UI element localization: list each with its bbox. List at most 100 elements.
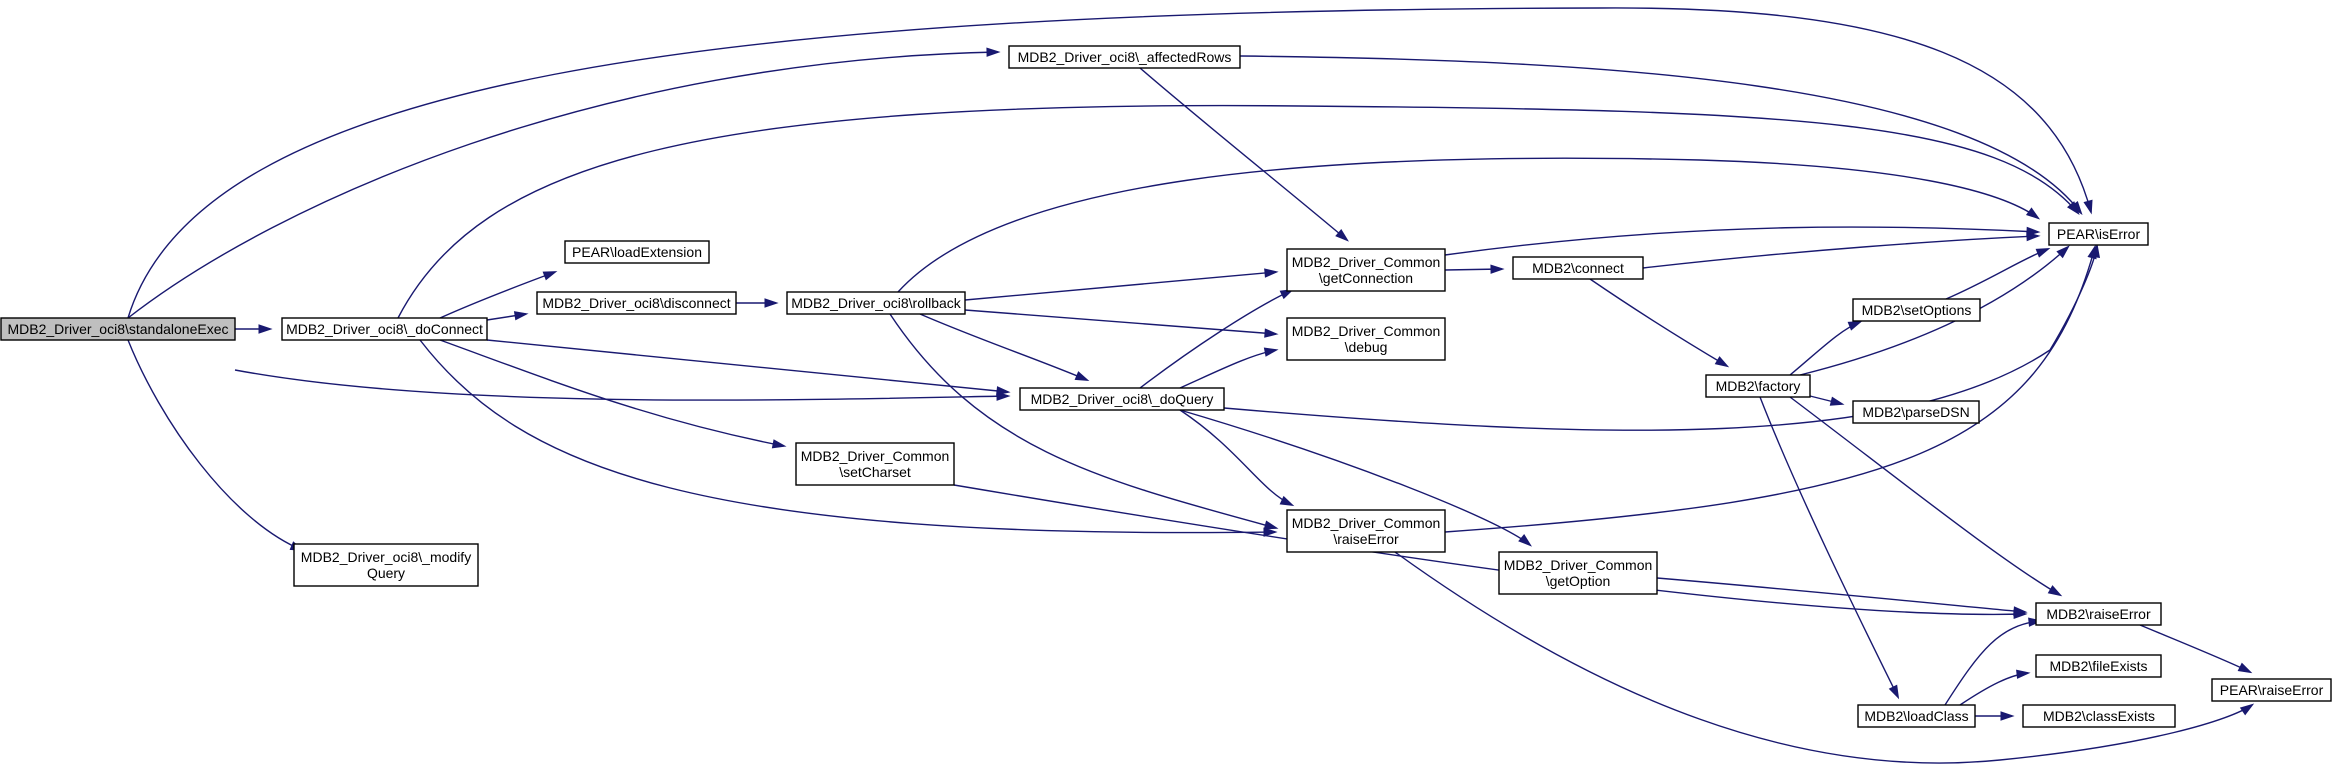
node-factory[interactable]: MDB2\factory: [1705, 374, 1811, 398]
node-fileExists[interactable]: MDB2\fileExists: [2035, 654, 2162, 678]
edge-line: [897, 157, 2039, 293]
edge-doQuery-to-commonRaiseError: [1179, 409, 1295, 507]
edge-line: [1642, 235, 2039, 269]
node-mdb2RaiseError[interactable]: MDB2\raiseError: [2035, 602, 2162, 626]
arrowhead-icon: [986, 47, 1001, 57]
node-box: [0, 317, 236, 341]
edge-line: [419, 339, 1276, 534]
node-label: MDB2_Driver_Common: [1292, 323, 1441, 339]
arrowhead-icon: [1279, 495, 1295, 507]
node-label: MDB2_Driver_Common: [801, 448, 950, 464]
node-label: MDB2\setOptions: [1862, 302, 1972, 318]
edge-line: [397, 104, 2079, 319]
node-box: [1286, 317, 1446, 361]
edge-line: [1945, 248, 2049, 300]
node-loadClass[interactable]: MDB2\loadClass: [1857, 704, 1976, 728]
node-loadExtension[interactable]: PEAR\loadExtension: [564, 240, 710, 264]
node-debug[interactable]: MDB2_Driver_Common\debug: [1286, 317, 1446, 361]
node-box: [1008, 45, 1241, 69]
edge-mdb2RaiseError-to-pearRaiseError: [2139, 624, 2253, 674]
node-label: MDB2_Driver_Common: [1292, 254, 1441, 270]
arrowhead-icon: [764, 298, 779, 308]
arrowhead-icon: [2237, 662, 2253, 674]
node-label: MDB2_Driver_oci8\_doQuery: [1031, 391, 1214, 407]
node-box: [795, 442, 955, 486]
node-setCharset[interactable]: MDB2_Driver_Common\setCharset: [795, 442, 955, 486]
arrowhead-icon: [2056, 245, 2070, 259]
arrowhead-icon: [771, 439, 787, 449]
node-disconnect[interactable]: MDB2_Driver_oci8\disconnect: [536, 291, 737, 315]
node-label: \getOption: [1546, 573, 1611, 589]
node-doConnect[interactable]: MDB2_Driver_oci8\_doConnect: [281, 317, 488, 341]
edge-affectedRows-to-getConnection: [1139, 67, 1349, 242]
node-getOption[interactable]: MDB2_Driver_Common\getOption: [1498, 551, 1658, 595]
node-box: [1705, 374, 1811, 398]
node-classExists[interactable]: MDB2\classExists: [2022, 704, 2176, 728]
arrowhead-icon: [2026, 231, 2041, 242]
node-standaloneExec[interactable]: MDB2_Driver_oci8\standaloneExec: [0, 317, 236, 341]
edge-standaloneExec-to-modifyQuery: [127, 339, 305, 551]
node-box: [1852, 298, 1981, 322]
edge-line: [1179, 409, 1293, 506]
node-label: MDB2\fileExists: [2049, 658, 2147, 674]
edge-rollback-to-doQuery: [919, 313, 1090, 382]
edge-rollback-to-getConnection: [964, 268, 1279, 301]
node-box: [2035, 654, 2162, 678]
node-isError[interactable]: PEAR\isError: [2048, 222, 2149, 246]
edge-line: [953, 484, 2026, 616]
node-connect[interactable]: MDB2\connect: [1512, 256, 1644, 280]
edge-line: [234, 369, 1009, 401]
arrowhead-icon: [513, 311, 529, 321]
node-box: [2048, 222, 2149, 246]
node-doQuery[interactable]: MDB2_Driver_oci8\_doQuery: [1019, 387, 1225, 411]
node-label: \setCharset: [839, 464, 911, 480]
node-box: [1286, 248, 1446, 292]
node-pearRaiseError[interactable]: PEAR\raiseError: [2211, 678, 2332, 702]
arrowhead-icon: [2035, 248, 2051, 258]
node-label: MDB2\raiseError: [2046, 606, 2151, 622]
edge-line: [1394, 551, 2253, 764]
node-label: MDB2_Driver_Common: [1292, 515, 1441, 531]
node-commonRaiseError[interactable]: MDB2_Driver_Common\raiseError: [1286, 509, 1446, 553]
arrowhead-icon: [2000, 711, 2015, 721]
arrowhead-icon: [2028, 617, 2043, 627]
arrowhead-icon: [1264, 268, 1279, 278]
edge-getConnection-to-connect: [1444, 264, 1505, 274]
edge-getOption-to-mdb2RaiseError: [1656, 577, 2028, 616]
node-box: [2022, 704, 2176, 728]
node-setOptions[interactable]: MDB2\setOptions: [1852, 298, 1981, 322]
arrowhead-icon: [2087, 244, 2097, 260]
node-rollback[interactable]: MDB2_Driver_oci8\rollback: [786, 291, 966, 315]
node-box: [281, 317, 488, 341]
node-label: MDB2_Driver_oci8\rollback: [791, 295, 962, 311]
edge-rollback-to-debug: [964, 309, 1279, 338]
node-box: [536, 291, 737, 315]
node-box: [1852, 400, 1980, 424]
node-box: [1498, 551, 1658, 595]
node-affectedRows[interactable]: MDB2_Driver_oci8\_affectedRows: [1008, 45, 1241, 69]
node-box: [1286, 509, 1446, 553]
arrowhead-icon: [2083, 199, 2093, 215]
node-label: MDB2_Driver_oci8\standaloneExec: [8, 321, 229, 337]
node-box: [2211, 678, 2332, 702]
edge-line: [1759, 396, 1899, 698]
edge-line: [127, 7, 2092, 319]
edge-factory-to-loadClass: [1759, 396, 1900, 700]
node-parseDSN[interactable]: MDB2\parseDSN: [1852, 400, 1980, 424]
arrowhead-icon: [2025, 207, 2041, 220]
edge-line: [1656, 577, 2026, 613]
node-getConnection[interactable]: MDB2_Driver_Common\getConnection: [1286, 248, 1446, 292]
edge-line: [1179, 349, 1277, 389]
edge-line: [1589, 278, 1728, 367]
edge-doConnect-to-commonRaiseError: [419, 339, 1278, 537]
node-box: [1019, 387, 1225, 411]
edge-line: [1444, 246, 2096, 533]
edge-standaloneExec-to-doQuery: [234, 369, 1011, 401]
node-label: MDB2\parseDSN: [1862, 404, 1969, 420]
node-label: PEAR\isError: [2057, 226, 2141, 242]
node-label: Query: [367, 565, 405, 581]
arrowhead-icon: [1263, 520, 1279, 530]
edge-connect-to-isError: [1642, 231, 2041, 269]
edge-line: [1789, 321, 1861, 376]
